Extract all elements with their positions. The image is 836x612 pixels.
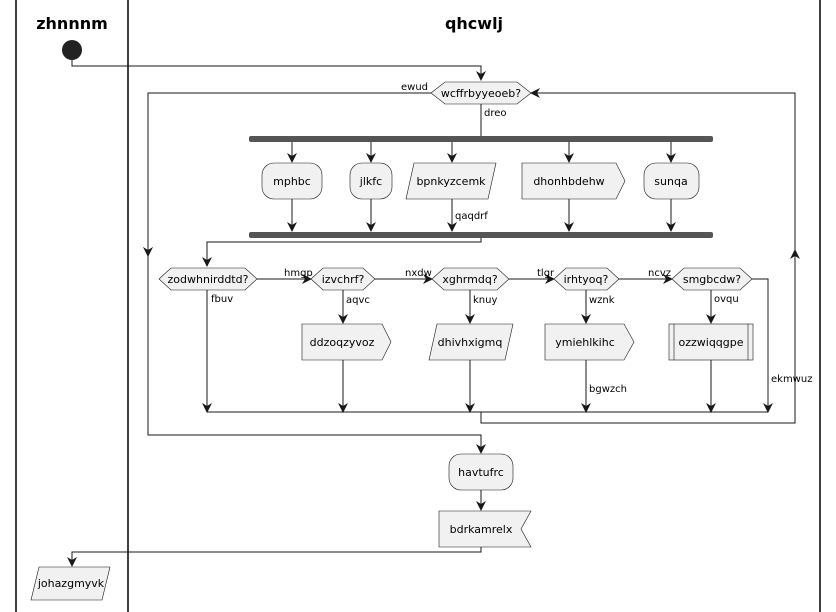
action-ddzoqzyvoz: ddzoqzyvoz <box>301 323 392 361</box>
edge-label-qaqdrf: qaqdrf <box>455 211 488 222</box>
action-havtufrc: havtufrc <box>448 453 514 491</box>
decision-izvchrf: izvchrf? <box>310 267 376 291</box>
action-bpnkyzcemk: bpnkyzcemk <box>405 162 497 200</box>
edge-label-bgwzch: bgwzch <box>589 384 627 395</box>
decision-xghrmdq-label: xghrmdq? <box>442 273 497 286</box>
edge-start-to-loop <box>71 60 486 81</box>
decision-smgbcdw: smgbcdw? <box>671 267 753 291</box>
edge-label-hmgp: hmgp <box>284 268 313 279</box>
action-jlkfc-label: jlkfc <box>359 175 382 188</box>
lane-title-left: zhnnnm <box>36 14 108 33</box>
action-dhonhbdehw: dhonhbdehw <box>521 162 626 200</box>
decision-zodwhnirddtd: zodwhnirddtd? <box>158 267 258 291</box>
action-sunqa: sunqa <box>643 162 700 200</box>
decision-smgbcdw-label: smgbcdw? <box>683 273 741 286</box>
edge-label-wznk: wznk <box>589 295 615 306</box>
edge-label-aqvc: aqvc <box>346 295 370 306</box>
edge-exit-to-havtufrc <box>147 256 486 454</box>
start-node <box>62 40 82 60</box>
edge-dec5-else <box>752 278 773 413</box>
action-jlkfc: jlkfc <box>349 162 393 200</box>
action-havtufrc-label: havtufrc <box>458 466 504 479</box>
edge-label-ekmwuz: ekmwuz <box>771 374 812 385</box>
action-bdrkamrelx: bdrkamrelx <box>438 510 532 548</box>
join-bar <box>249 232 713 238</box>
decision-izvchrf-label: izvchrf? <box>322 273 365 286</box>
edge-bdrk-johaz <box>67 547 482 567</box>
edge-label-ovqu: ovqu <box>714 294 739 305</box>
edge-label-nxdw: nxdw <box>405 268 432 279</box>
edge-label-tlgr: tlgr <box>537 268 555 279</box>
decision-xghrmdq: xghrmdq? <box>431 267 510 291</box>
fork-bar <box>249 136 713 142</box>
loop-decision: wcffrbyyeoeb? <box>430 81 532 105</box>
action-sunqa-label: sunqa <box>654 175 687 188</box>
action-ymiehlkihc: ymiehlkihc <box>544 323 635 361</box>
loop-decision-label: wcffrbyyeoeb? <box>441 87 521 100</box>
decision-zodwhnirddtd-label: zodwhnirddtd? <box>168 273 249 286</box>
edge-label-knuy: knuy <box>473 295 497 306</box>
edge-label-dreo: dreo <box>484 108 507 119</box>
action-ozzwiqqgpe-label: ozzwiqqgpe <box>678 336 743 349</box>
action-johazgmyvk-label: johazgmyvk <box>37 577 105 590</box>
decision-irhtyoq: irhtyoq? <box>553 267 620 291</box>
action-johazgmyvk: johazgmyvk <box>30 566 111 601</box>
action-bpnkyzcemk-label: bpnkyzcemk <box>416 175 486 188</box>
action-ymiehlkihc-label: ymiehlkihc <box>555 336 615 349</box>
action-dhivhxigmq-label: dhivhxigmq <box>438 336 503 349</box>
lane-title-right: qhcwlj <box>445 14 503 33</box>
action-ozzwiqqgpe: ozzwiqqgpe <box>668 323 754 361</box>
edge-label-ncvz: ncvz <box>648 268 671 279</box>
action-bdrkamrelx-label: bdrkamrelx <box>450 523 513 536</box>
action-mphbc-label: mphbc <box>273 175 311 188</box>
action-dhonhbdehw-label: dhonhbdehw <box>533 175 604 188</box>
edge-join-to-dec1 <box>202 238 482 267</box>
action-dhivhxigmq: dhivhxigmq <box>428 323 514 361</box>
edge-label-fbuv: fbuv <box>211 294 233 305</box>
action-ddzoqzyvoz-label: ddzoqzyvoz <box>310 336 375 349</box>
decision-irhtyoq-label: irhtyoq? <box>564 273 609 286</box>
edge-loop-back <box>480 88 796 424</box>
edge-label-ewud: ewud <box>401 82 428 93</box>
action-mphbc: mphbc <box>261 162 323 200</box>
edge-loop-left-down <box>143 92 431 257</box>
